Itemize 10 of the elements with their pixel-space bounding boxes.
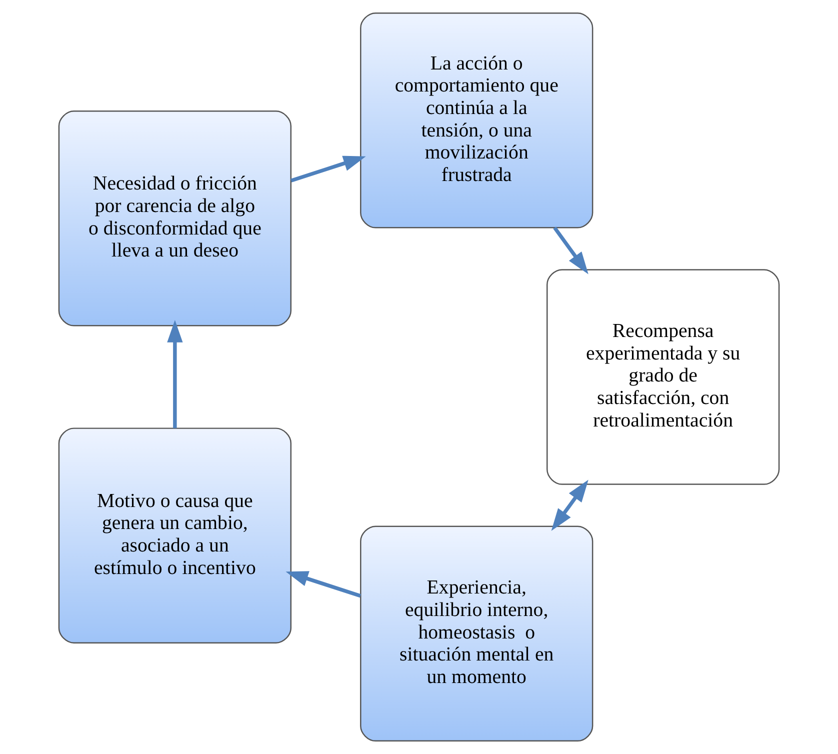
arrow — [167, 320, 183, 428]
arrow — [290, 156, 366, 182]
node-box: Recompensa experimentada y su grado de satisfacción, con retroalimentación — [546, 269, 780, 485]
node-box: Motivo o causa que genera un cambio, asociado a un estímulo o incentivo — [58, 428, 292, 644]
arrow — [286, 571, 361, 598]
node-box: Experiencia, equilibrio interno, homeostasis o situación mental en un momento — [360, 526, 594, 742]
node-box: La acción o comportamiento que continúa a la tensión, o una movilización frustrada — [360, 12, 594, 228]
node-box: Necesidad o fricción por carencia de algo o disconformidad que lleva a un deseo — [58, 110, 292, 326]
arrow — [551, 480, 588, 531]
arrow — [553, 226, 588, 274]
